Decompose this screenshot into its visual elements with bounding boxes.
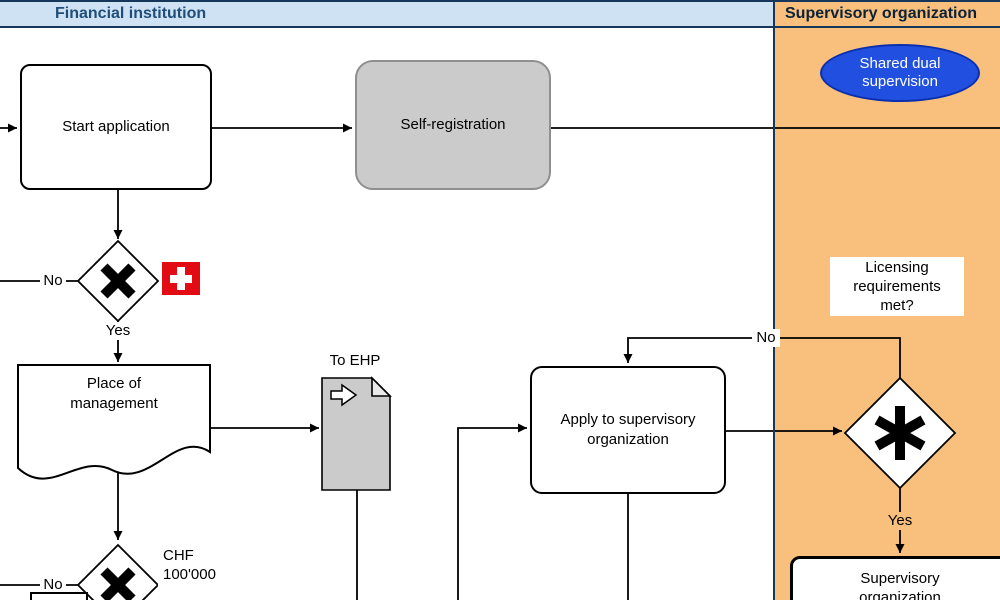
exclusive-gateway-2 [76,543,160,600]
task-start-application: Start application [20,64,212,190]
asterisk-gateway-icon [874,406,926,460]
edge-label-gateway1-yes: Yes [100,322,136,340]
condition-label-licensing-requirements: Licensing requirements met? [830,257,964,316]
edge-label-complex-gateway-yes: Yes [884,512,916,530]
flag-cross-horizontal [170,274,192,283]
edge-label-gateway1-no: No [40,272,66,290]
task-supervisory-organization: Supervisory organization [790,556,1000,600]
task-label: Self-registration [400,116,506,133]
x-gateway-icon [100,567,136,600]
task-self-registration: Self-registration [355,60,551,190]
task-label: Start application [62,118,170,135]
x-gateway-icon [100,263,136,299]
folded-corner-icon [371,376,392,397]
lane-title-supervisory: Supervisory organization [785,5,978,22]
ehp-document [321,376,392,491]
flow-into-apply [457,423,527,600]
task-apply-to-supervisory-organization: Apply to supervisory organization [530,366,726,494]
exclusive-gateway-1 [76,239,160,323]
annotation-shared-dual-supervision: Shared dual supervision [820,44,980,102]
document-label-place-of-management: Place of management [70,375,158,412]
ehp-document-title: To EHP [329,352,381,369]
sequence-flows [0,123,1000,600]
edge-label-gateway2-no: No [40,576,66,594]
lane-header-financial: Financial institution [0,0,775,28]
lane-title-financial: Financial institution [55,5,207,22]
complex-gateway [843,376,957,490]
document-shape-place-of-management [17,364,211,480]
condition-label-chf: CHF 100'000 [158,544,236,600]
partial-shape [30,592,88,600]
edge-label-complex-gateway-no: No [752,329,780,347]
lane-header-supervisory: Supervisory organization [775,0,1000,28]
swiss-flag-icon [162,262,200,295]
lane-divider [773,0,775,600]
send-arrow-icon [330,383,358,407]
